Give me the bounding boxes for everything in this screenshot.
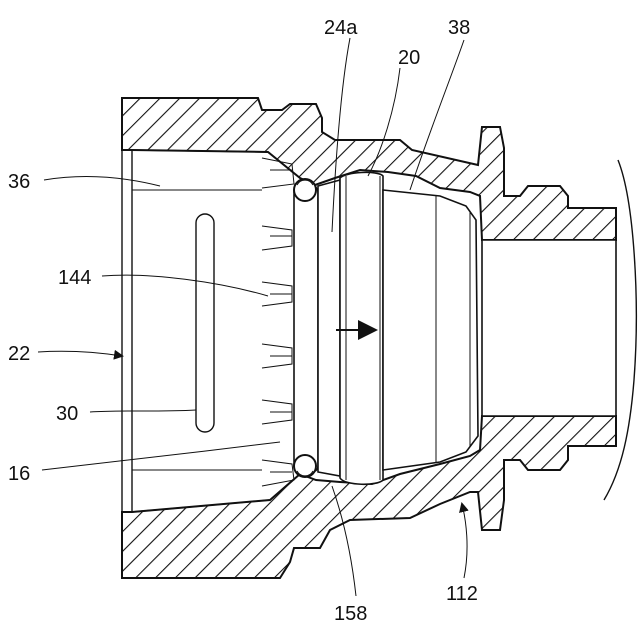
slot [196, 214, 214, 432]
retainer-ring [294, 186, 318, 472]
label-112: 112 [446, 583, 478, 605]
tapered-section [383, 190, 478, 470]
leader-30 [90, 410, 196, 412]
o-ring-bottom [294, 455, 316, 477]
label-158: 158 [334, 603, 367, 625]
label-22: 22 [8, 343, 30, 365]
leader-144 [102, 275, 268, 296]
label-38: 38 [448, 17, 470, 39]
label-144: 144 [58, 267, 91, 289]
gripping-teeth [262, 158, 294, 486]
leader-16 [42, 442, 280, 470]
leader-36 [44, 177, 160, 186]
inner-bore [482, 240, 616, 416]
label-30: 30 [56, 403, 78, 425]
label-36: 36 [8, 171, 30, 193]
label-16: 16 [8, 463, 30, 485]
leader-112 [462, 504, 467, 578]
o-ring-top [294, 179, 316, 201]
leader-22 [38, 351, 122, 356]
tube-end [318, 180, 340, 476]
label-24a: 24a [324, 17, 358, 39]
label-20: 20 [398, 47, 420, 69]
